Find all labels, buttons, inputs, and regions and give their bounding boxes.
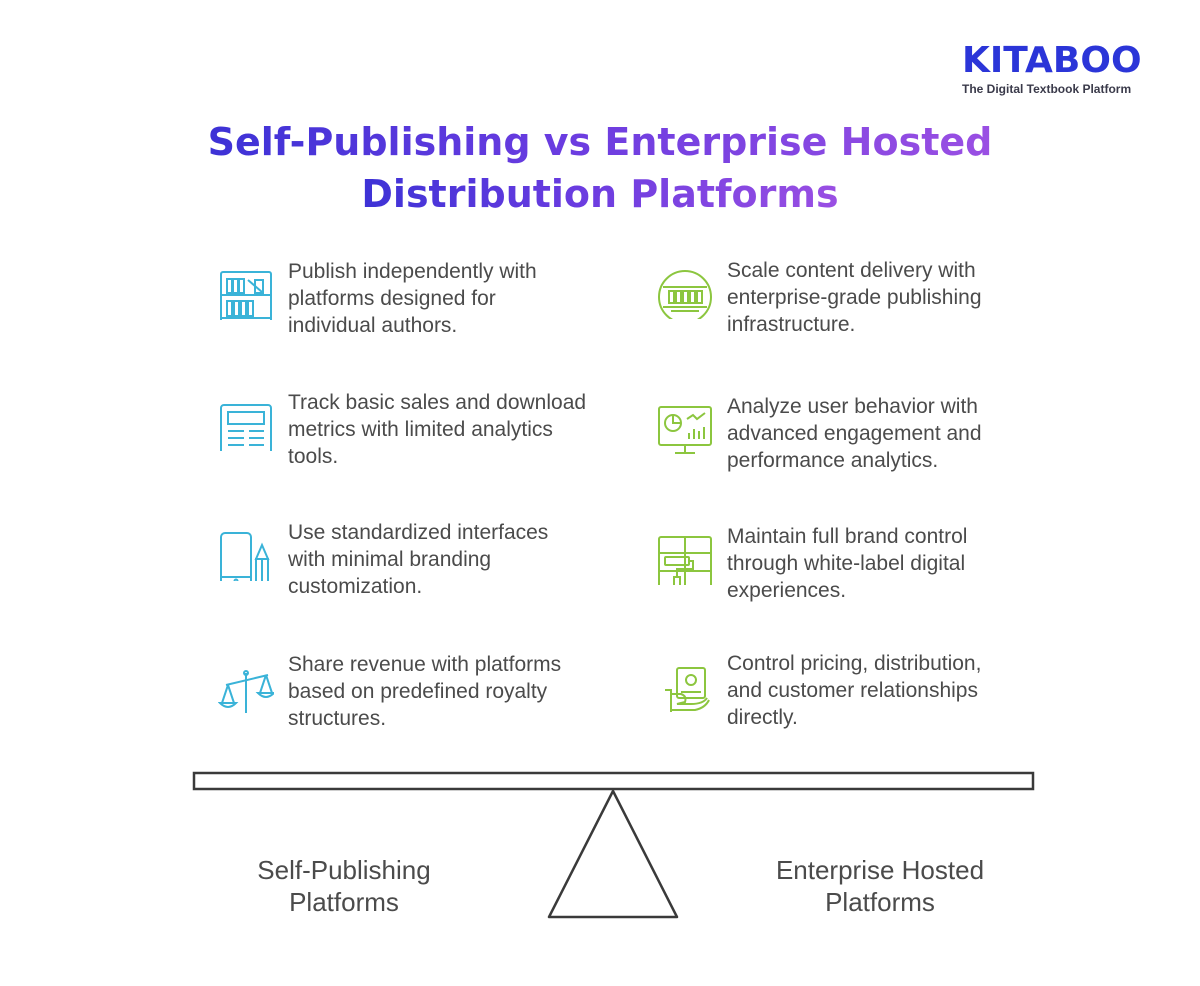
bookshelf-icon bbox=[220, 271, 272, 320]
left-item-revenue: Share revenue with platforms based on pr… bbox=[218, 651, 588, 732]
tablet-pencil-icon bbox=[220, 532, 270, 581]
title-line-2: Distribution Platforms bbox=[361, 172, 839, 216]
globe-shelves-icon bbox=[658, 270, 712, 319]
right-item-analyze: Analyze user behavior with advanced enga… bbox=[657, 393, 1017, 474]
balance-scale-icon bbox=[218, 670, 274, 713]
left-item-standardized: Use standardized interfaces with minimal… bbox=[218, 519, 588, 600]
right-item-text: Control pricing, distribution, and custo… bbox=[727, 652, 982, 729]
logo-wordmark: KITABOO bbox=[962, 40, 1142, 81]
label-enterprise-hosted: Enterprise Hosted Platforms bbox=[775, 855, 985, 917]
right-item-text: Scale content delivery with enterprise-g… bbox=[727, 259, 982, 336]
left-item-text: Publish independently with platforms des… bbox=[288, 260, 537, 337]
right-item-control: Control pricing, distribution, and custo… bbox=[657, 650, 1017, 731]
page-title: Self-Publishing vs Enterprise Hosted Dis… bbox=[100, 116, 1100, 220]
right-item-scale: Scale content delivery with enterprise-g… bbox=[657, 257, 1017, 338]
seesaw-fulcrum bbox=[547, 789, 679, 919]
analytics-monitor-icon bbox=[658, 406, 712, 454]
left-item-publish: Publish independently with platforms des… bbox=[218, 258, 588, 339]
hand-money-icon bbox=[665, 667, 710, 712]
document-layout-icon bbox=[220, 404, 272, 451]
left-item-track: Track basic sales and download metrics w… bbox=[218, 389, 588, 470]
left-item-text: Track basic sales and download metrics w… bbox=[288, 391, 587, 468]
left-item-text: Share revenue with platforms based on pr… bbox=[288, 653, 562, 730]
paint-roller-brand-icon bbox=[658, 536, 712, 585]
kitaboo-logo: KITABOO The Digital Textbook Platform bbox=[962, 40, 1162, 96]
left-item-text: Use standardized interfaces with minimal… bbox=[288, 521, 549, 598]
logo-tagline: The Digital Textbook Platform bbox=[962, 82, 1132, 96]
seesaw-plank bbox=[192, 771, 1035, 791]
right-item-text: Analyze user behavior with advanced enga… bbox=[727, 395, 982, 472]
label-self-publishing: Self-Publishing Platforms bbox=[257, 855, 431, 917]
title-line-1: Self-Publishing vs Enterprise Hosted bbox=[207, 120, 993, 164]
right-item-brand: Maintain full brand control through whit… bbox=[657, 523, 1017, 604]
right-item-text: Maintain full brand control through whit… bbox=[727, 525, 968, 602]
